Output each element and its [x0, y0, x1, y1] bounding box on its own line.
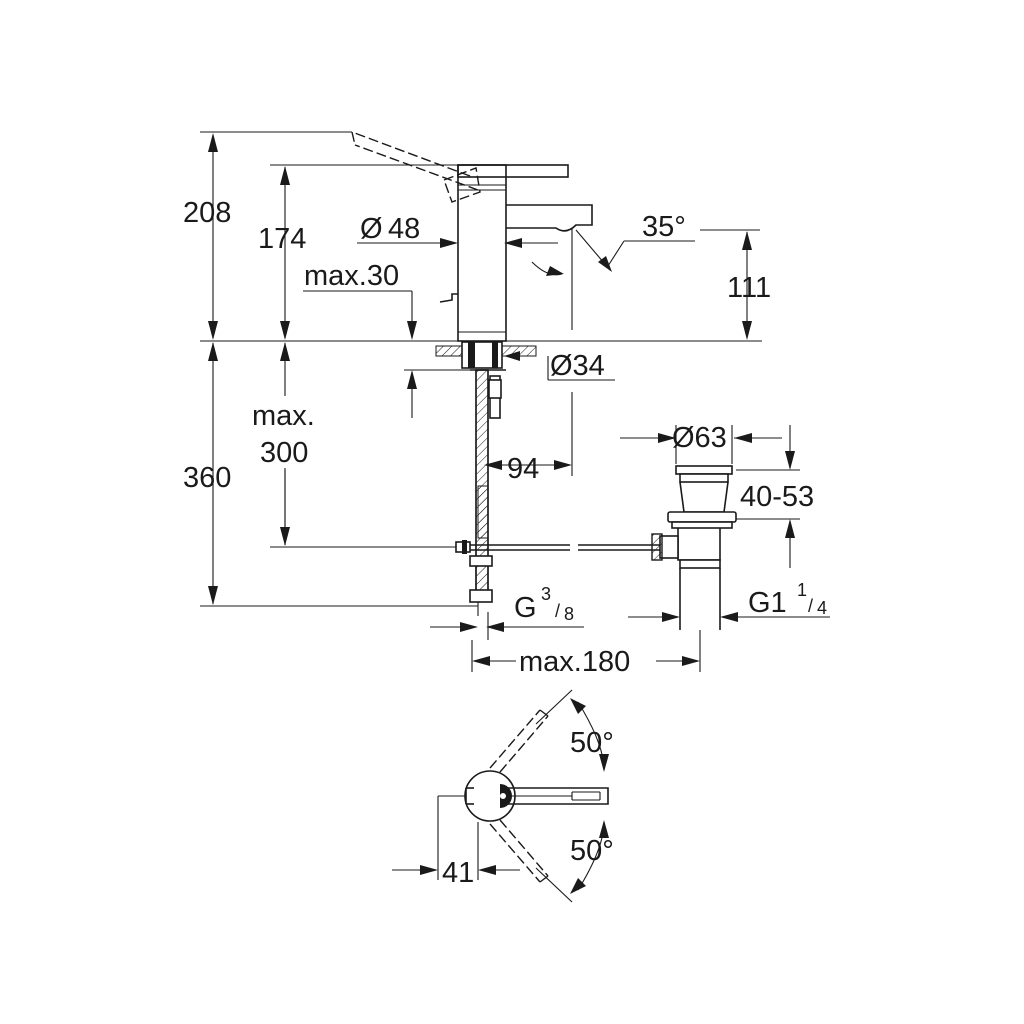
dim-111-label: 111: [727, 272, 771, 304]
dim-41: 41: [392, 795, 520, 889]
dim-50-top-label: 50°: [570, 727, 614, 759]
dim-g114-label: G1: [748, 587, 787, 619]
hose-nut: [469, 555, 493, 567]
lever-handle: [457, 164, 569, 178]
supply-hoses: [469, 369, 502, 616]
deck-mount: [435, 341, 537, 371]
dim-d34: Ø34: [502, 350, 615, 382]
dim-360: 360: [183, 342, 231, 605]
plan-spout: [508, 787, 609, 805]
rod-housing: [659, 535, 679, 559]
plan-view: 50° 50° 41: [392, 689, 614, 903]
dim-max30-label: max.30: [304, 260, 399, 292]
plan-lever-alt-bottom: [489, 819, 573, 903]
dim-50-bottom-label: 50°: [570, 835, 614, 867]
dim-208: 208: [183, 133, 231, 340]
elevation-view: 208 174 360 max. 300: [183, 131, 830, 678]
dim-max180: max.180: [471, 630, 701, 678]
dim-g38-slash: /: [555, 601, 560, 621]
dim-35-angle: 35°: [531, 211, 695, 276]
dim-max300-label-2: 300: [260, 437, 308, 469]
dim-g114-num: 1: [797, 580, 807, 600]
dim-g38-label: G: [514, 592, 537, 624]
dim-111: 111: [700, 229, 771, 340]
dim-g114: G1 1 / 4: [628, 580, 830, 622]
dim-360-label: 360: [183, 462, 231, 494]
dim-40-53-label: 40-53: [740, 481, 814, 513]
popup-rod: [455, 540, 660, 554]
dim-g114-slash: /: [808, 596, 813, 616]
dim-max180-label: max.180: [519, 646, 630, 678]
dim-d63: Ø63: [620, 422, 782, 464]
dim-41-label: 41: [442, 857, 474, 889]
dim-g38-num: 3: [541, 584, 551, 604]
dim-max300: max. 300: [248, 342, 322, 546]
dim-g38-den: 8: [564, 604, 574, 624]
dim-d34-label: Ø34: [550, 350, 605, 382]
dim-50-bottom: 50°: [570, 820, 614, 894]
dim-35-label: 35°: [642, 211, 686, 243]
dim-40-53: 40-53: [736, 425, 830, 568]
dim-max30: max.30: [303, 260, 470, 418]
dim-max300-label-1: max.: [252, 400, 315, 432]
dim-g38: G 3 / 8: [430, 584, 584, 640]
plan-lever-alt-top: [489, 689, 573, 773]
dim-208-label: 208: [183, 197, 231, 229]
dim-94-label: 94: [507, 453, 539, 485]
dim-d48-label: 48: [388, 213, 420, 245]
dim-d48: Ø 48: [357, 213, 558, 248]
waste-valve: [651, 465, 737, 630]
spout: [506, 204, 593, 232]
dim-94: 94: [484, 392, 573, 485]
dim-174: 174: [258, 166, 306, 340]
dim-50-top: 50°: [570, 698, 614, 772]
lever-alt-position: [351, 131, 481, 203]
popup-knob: [439, 293, 458, 303]
dim-174-label: 174: [258, 223, 306, 255]
dim-d63-label: Ø63: [672, 422, 727, 454]
dim-g114-den: 4: [817, 598, 827, 618]
faucet-body: [351, 131, 593, 342]
dim-d48-symbol: Ø: [360, 213, 383, 245]
